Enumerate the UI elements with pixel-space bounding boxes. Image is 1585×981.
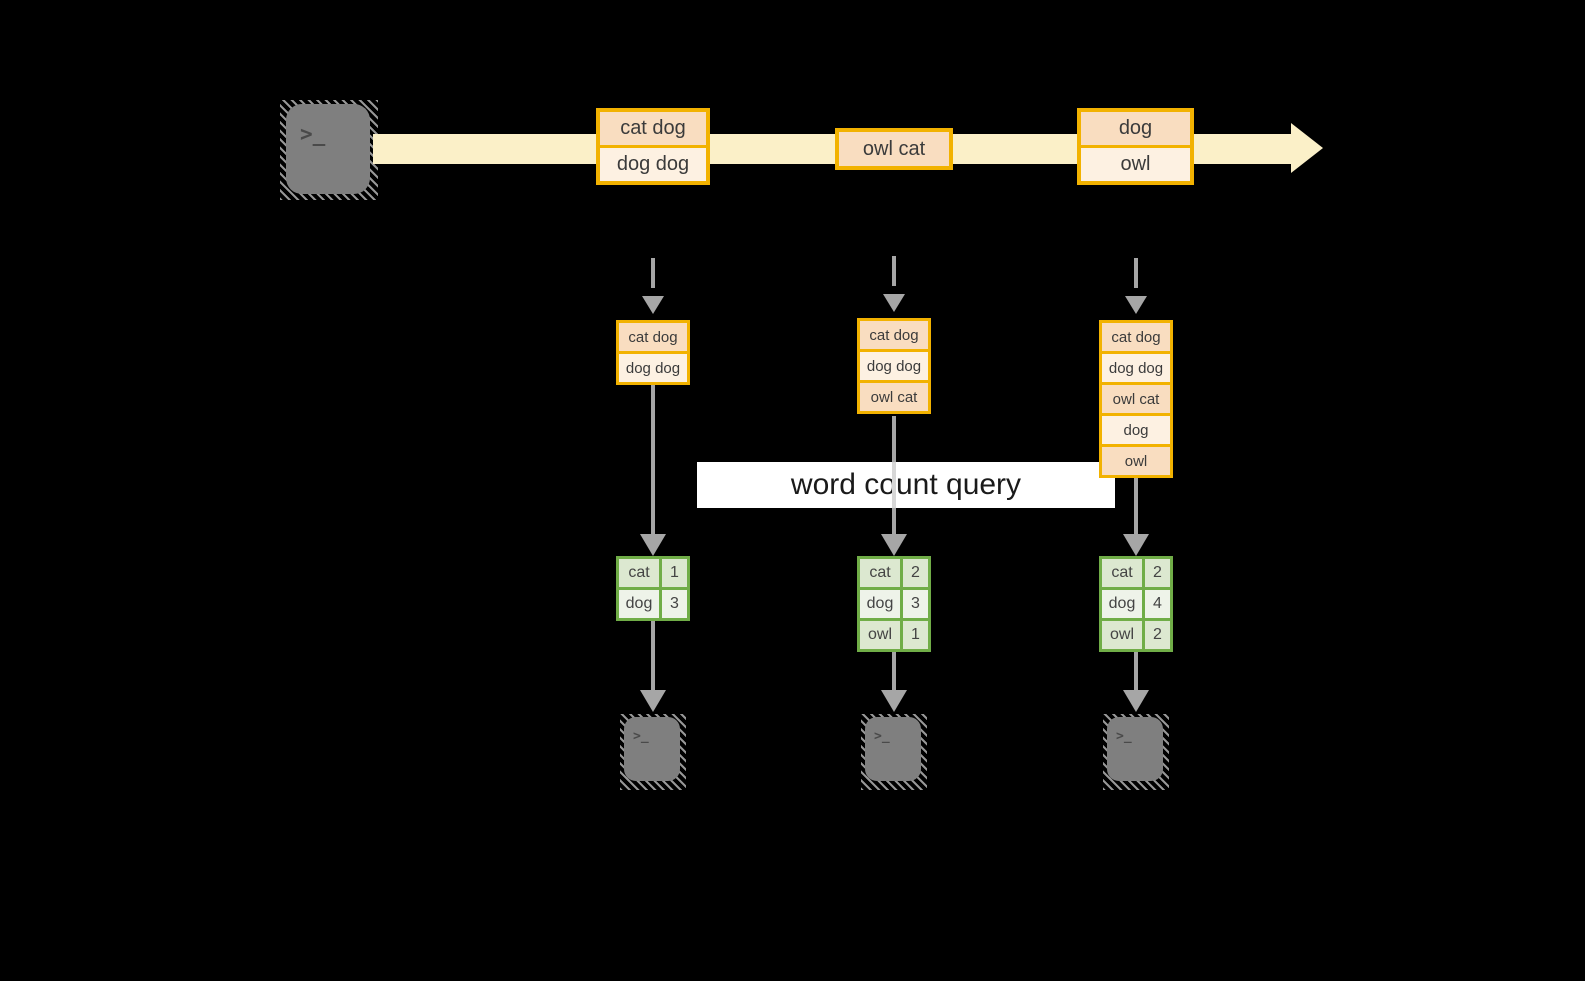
terminal-prompt-glyph: >_ <box>300 122 326 146</box>
count-table-col2: cat 2 dog 3 owl 1 <box>857 556 931 652</box>
state-box-col1: cat dog dog dog <box>616 320 690 385</box>
state-item: dog dog <box>619 354 687 382</box>
count-table-col1: cat 1 dog 3 <box>616 556 690 621</box>
count-word: cat <box>619 559 659 587</box>
sink-terminal-col2-icon: >_ <box>865 717 921 781</box>
dashed-arrow-col2 <box>892 256 896 286</box>
count-word: cat <box>1102 559 1142 587</box>
count-value: 3 <box>903 590 928 618</box>
query-arrow-col3 <box>1134 478 1138 535</box>
count-word: cat <box>860 559 900 587</box>
query-arrowhead-col3-icon <box>1123 534 1149 556</box>
count-table-col3: cat 2 dog 4 owl 2 <box>1099 556 1173 652</box>
state-item: cat dog <box>619 323 687 351</box>
source-terminal-icon: >_ <box>286 104 370 194</box>
dashed-arrowhead-col1-icon <box>642 296 664 314</box>
batch-item: owl <box>1081 148 1190 181</box>
state-box-col2: cat dog dog dog owl cat <box>857 318 931 414</box>
sink-arrowhead-col2-icon <box>881 690 907 712</box>
state-item: cat dog <box>1102 323 1170 351</box>
count-word: owl <box>1102 621 1142 649</box>
dashed-arrow-col1 <box>651 258 655 288</box>
batch-item: cat dog <box>600 112 706 145</box>
count-word: dog <box>860 590 900 618</box>
batch-item: dog <box>1081 112 1190 145</box>
state-item: owl cat <box>1102 385 1170 413</box>
state-item: dog dog <box>860 352 928 380</box>
sink-arrow-col3 <box>1134 652 1138 691</box>
state-item: owl cat <box>860 383 928 411</box>
state-item: dog <box>1102 416 1170 444</box>
sink-terminal-col3-icon: >_ <box>1107 717 1163 781</box>
batch-2-box: owl cat <box>835 128 953 170</box>
count-value: 2 <box>1145 559 1170 587</box>
dashed-arrow-col3 <box>1134 258 1138 288</box>
sink-arrow-col1 <box>651 621 655 691</box>
sink-terminal-col1-icon: >_ <box>624 717 680 781</box>
count-word: owl <box>860 621 900 649</box>
batch-item: owl cat <box>839 132 949 166</box>
query-banner-label: word count query <box>790 468 1022 501</box>
dashed-arrowhead-col2-icon <box>883 294 905 312</box>
dashed-arrowhead-col3-icon <box>1125 296 1147 314</box>
count-value: 2 <box>1145 621 1170 649</box>
stream-timeline-arrowhead-icon <box>1291 123 1323 173</box>
query-arrow-col1 <box>651 385 655 535</box>
batch-3-box: dog owl <box>1077 108 1194 185</box>
count-word: dog <box>1102 590 1142 618</box>
terminal-prompt-glyph: >_ <box>1116 729 1132 744</box>
count-value: 2 <box>903 559 928 587</box>
state-item: dog dog <box>1102 354 1170 382</box>
count-word: dog <box>619 590 659 618</box>
state-item: owl <box>1102 447 1170 475</box>
count-value: 3 <box>662 590 687 618</box>
query-banner: word count query <box>697 462 1115 508</box>
sink-arrow-col2 <box>892 652 896 691</box>
count-value: 1 <box>662 559 687 587</box>
sink-arrowhead-col1-icon <box>640 690 666 712</box>
count-value: 4 <box>1145 590 1170 618</box>
terminal-prompt-glyph: >_ <box>874 729 890 744</box>
terminal-prompt-glyph: >_ <box>633 729 649 744</box>
count-value: 1 <box>903 621 928 649</box>
sink-arrowhead-col3-icon <box>1123 690 1149 712</box>
query-arrow-through-banner <box>892 462 896 508</box>
query-arrowhead-col1-icon <box>640 534 666 556</box>
query-arrowhead-col2-icon <box>881 534 907 556</box>
batch-1-box: cat dog dog dog <box>596 108 710 185</box>
state-box-col3: cat dog dog dog owl cat dog owl <box>1099 320 1173 478</box>
state-item: cat dog <box>860 321 928 349</box>
batch-item: dog dog <box>600 148 706 181</box>
